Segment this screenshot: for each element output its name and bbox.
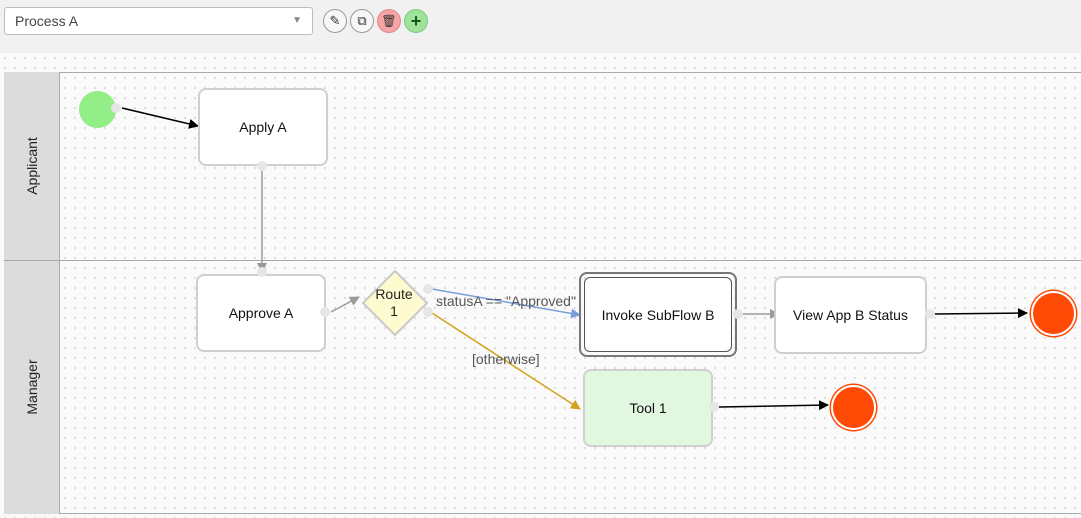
end-event[interactable] [1031, 291, 1076, 336]
port[interactable] [423, 307, 433, 317]
delete-button[interactable]: 🗑 [377, 9, 401, 33]
port[interactable] [257, 267, 267, 277]
gateway-route-1[interactable] [362, 270, 428, 336]
port[interactable] [320, 307, 330, 317]
trash-icon: 🗑 [381, 14, 397, 28]
toolbar: Process A ▼ ✎ ⧉ 🗑 + [0, 0, 1081, 54]
copy-button[interactable]: ⧉ [350, 9, 374, 33]
chevron-down-icon: ▼ [292, 15, 302, 26]
plus-icon: + [410, 10, 422, 31]
start-event[interactable] [79, 91, 116, 128]
pencil-icon: ✎ [329, 13, 341, 28]
gateway-label-text: Route 1 [375, 286, 413, 319]
subflow-invoke-b[interactable]: Invoke SubFlow B [584, 277, 732, 352]
task-label: Approve A [228, 305, 294, 321]
task-label: View App B Status [793, 307, 908, 323]
edge-label-approved: statusA == "Approved" [436, 293, 576, 309]
tool-label: Tool 1 [629, 400, 667, 416]
port[interactable] [925, 309, 935, 319]
subflow-label: Invoke SubFlow B [601, 306, 715, 323]
gateway-label: Route 1 [362, 286, 426, 320]
process-select[interactable]: Process A ▼ [4, 7, 313, 35]
task-approve-a[interactable]: Approve A [196, 274, 326, 352]
lane-divider [4, 260, 1081, 261]
edit-button[interactable]: ✎ [323, 9, 347, 33]
process-select-value: Process A [15, 13, 79, 29]
end-event[interactable] [831, 385, 876, 430]
lane-label-manager: Manager [23, 359, 40, 415]
add-button[interactable]: + [404, 9, 428, 33]
task-apply-a[interactable]: Apply A [198, 88, 328, 166]
port[interactable] [423, 284, 433, 294]
port[interactable] [111, 103, 121, 113]
task-label: Apply A [239, 119, 287, 135]
tool-1[interactable]: Tool 1 [583, 369, 713, 447]
lane-header-applicant[interactable]: Applicant [4, 72, 60, 260]
task-view-app-b-status[interactable]: View App B Status [774, 276, 927, 354]
port[interactable] [257, 161, 267, 171]
lane-label-applicant: Applicant [23, 137, 40, 195]
port[interactable] [733, 309, 743, 319]
port[interactable] [709, 402, 719, 412]
lane-header-manager[interactable]: Manager [4, 260, 60, 514]
copy-icon: ⧉ [357, 13, 367, 28]
edge-label-otherwise: [otherwise] [472, 351, 540, 367]
